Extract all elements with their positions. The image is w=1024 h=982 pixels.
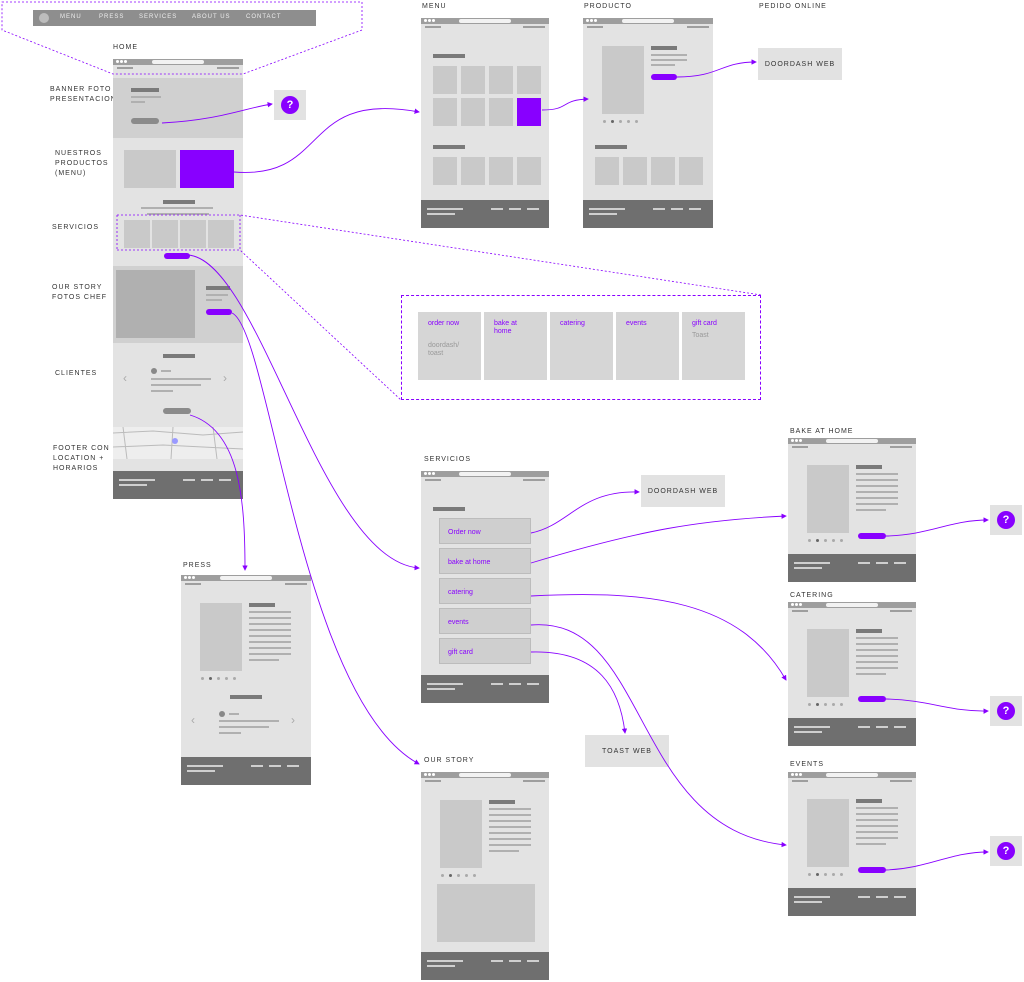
clientes-button[interactable]	[163, 408, 191, 414]
our-story-page-frame	[421, 772, 549, 980]
label-menu: MENU	[422, 3, 447, 10]
menu-item-highlight[interactable]	[517, 98, 541, 126]
nav-item-menu[interactable]: MENU	[60, 14, 82, 20]
events-button[interactable]	[858, 867, 886, 873]
nav-item-contact[interactable]: CONTACT	[246, 14, 282, 20]
question-icon: ?	[997, 842, 1015, 860]
question-icon: ?	[997, 702, 1015, 720]
chevron-left-icon[interactable]: ‹	[191, 713, 195, 727]
arrow-products-menu	[233, 108, 420, 173]
label-catering: CATERING	[790, 592, 834, 599]
service-events[interactable]: events	[439, 608, 531, 634]
chevron-right-icon[interactable]: ›	[291, 713, 295, 727]
catering-page-frame	[788, 602, 916, 746]
label-servicios-page: SERVICIOS	[424, 456, 471, 463]
story-button[interactable]	[206, 309, 232, 315]
producto-page-frame	[583, 18, 713, 228]
label-pedido-online: PEDIDO ONLINE	[759, 3, 827, 10]
arrow-bake-page	[530, 513, 787, 564]
our-story-section	[113, 266, 243, 343]
product-highlight[interactable]	[180, 150, 234, 188]
catering-button[interactable]	[858, 696, 886, 702]
banner-button[interactable]	[131, 118, 159, 124]
banner-section	[113, 78, 243, 138]
label-events: EVENTS	[790, 761, 825, 768]
label-servicios-section: SERVICIOS	[52, 224, 99, 231]
question-icon: ?	[281, 96, 299, 114]
label-clientes: CLIENTES	[55, 370, 98, 377]
bake-button[interactable]	[858, 533, 886, 539]
logo-icon	[39, 13, 49, 23]
service-catering[interactable]: catering	[439, 578, 531, 604]
nav-item-about-us[interactable]: ABOUT US	[192, 14, 231, 20]
press-page-frame: ‹ ›	[181, 575, 311, 785]
doordash-web-box-1[interactable]: DOORDASH WEB	[758, 48, 842, 80]
label-our-story-page: OUR STORY	[424, 757, 475, 764]
label-our-story-section: OUR STORY FOTOS CHEF	[52, 284, 107, 301]
chevron-left-icon[interactable]: ‹	[123, 371, 127, 385]
question-icon: ?	[997, 511, 1015, 529]
order-button[interactable]	[651, 74, 677, 80]
label-footer: FOOTER CON LOCATION + HORARIOS	[53, 445, 110, 472]
arrow-catering-page	[530, 594, 787, 681]
nav-item-services[interactable]: SERVICES	[139, 14, 178, 20]
label-productos: NUESTROS PRODUCTOS (MENU)	[55, 150, 109, 177]
tile-events[interactable]: events	[616, 312, 679, 380]
bake-at-home-page-frame	[788, 438, 916, 582]
tile-catering[interactable]: catering	[550, 312, 613, 380]
question-box-banner[interactable]: ?	[274, 90, 306, 120]
service-bake-at-home[interactable]: bake at home	[439, 548, 531, 574]
map-section	[113, 427, 243, 459]
services-button[interactable]	[164, 253, 190, 259]
nav-item-press[interactable]: PRESS	[99, 14, 125, 20]
doordash-web-box-2[interactable]: DOORDASH WEB	[641, 475, 725, 507]
question-box-catering[interactable]: ?	[990, 696, 1022, 726]
label-home: HOME	[113, 44, 138, 51]
product-image	[124, 150, 176, 188]
servicios-page-frame: Order now bake at home catering events g…	[421, 471, 549, 703]
toast-web-box[interactable]: TOAST WEB	[585, 735, 669, 767]
chevron-right-icon[interactable]: ›	[223, 371, 227, 385]
menu-page-frame	[421, 18, 549, 228]
tile-bake-at-home[interactable]: bake at home	[484, 312, 547, 380]
service-gift-card[interactable]: gift card	[439, 638, 531, 664]
question-box-events[interactable]: ?	[990, 836, 1022, 866]
events-page-frame	[788, 772, 916, 916]
label-banner: BANNER FOTO PRESENTACION	[50, 86, 117, 103]
label-bake-at-home: BAKE AT HOME	[790, 428, 854, 435]
home-page-frame: ‹ ›	[113, 59, 243, 499]
service-order-now[interactable]: Order now	[439, 518, 531, 544]
question-box-bake[interactable]: ?	[990, 505, 1022, 535]
nav-bar-zoom: MENU PRESS SERVICES ABOUT US CONTACT	[33, 10, 316, 26]
label-producto: PRODUCTO	[584, 3, 632, 10]
label-press: PRESS	[183, 562, 212, 569]
